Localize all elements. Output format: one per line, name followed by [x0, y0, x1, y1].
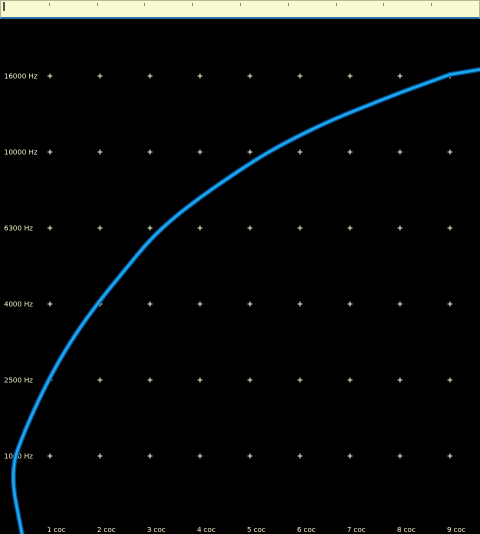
curve-glow: [10, 66, 480, 534]
y-tick-label: 4000 Hz: [4, 301, 33, 309]
grid-cross: [347, 225, 353, 231]
y-tick-label: 10000 Hz: [4, 149, 38, 157]
y-tick-label: 6300 Hz: [4, 225, 33, 233]
grid-cross: [397, 301, 403, 307]
grid-cross: [447, 149, 453, 155]
grid-cross: [147, 73, 153, 79]
x-tick-label: 3 coc: [147, 526, 166, 534]
grid-cross: [397, 73, 403, 79]
grid-cross: [397, 225, 403, 231]
grid-cross: [397, 377, 403, 383]
grid-cross: [347, 301, 353, 307]
grid-cross: [347, 453, 353, 459]
x-tick-label: 2 coc: [97, 526, 116, 534]
grid-cross: [247, 301, 253, 307]
grid-cross: [47, 301, 53, 307]
y-tick-label: 16000 Hz: [4, 73, 38, 81]
grid-cross: [297, 453, 303, 459]
grid-cross: [397, 149, 403, 155]
x-tick-label: 1 coc: [47, 526, 66, 534]
grid-cross: [47, 225, 53, 231]
ruler-tick: [335, 3, 337, 6]
grid-cross: [147, 377, 153, 383]
grid-cross: [247, 453, 253, 459]
ruler-tick: [240, 3, 241, 6]
grid-cross: [97, 73, 103, 79]
grid-cross: [97, 453, 103, 459]
ruler-start-marker[interactable]: [3, 2, 5, 11]
grid-cross: [147, 301, 153, 307]
grid-cross: [447, 225, 453, 231]
grid-cross: [97, 149, 103, 155]
ruler-tick: [192, 3, 194, 6]
grid-cross: [197, 149, 203, 155]
grid-cross: [397, 453, 403, 459]
grid-cross: [97, 225, 103, 231]
grid-cross: [247, 73, 253, 79]
grid-cross: [297, 377, 303, 383]
ruler-tick: [96, 3, 98, 6]
grid-cross: [447, 377, 453, 383]
grid-cross: [47, 73, 53, 79]
grid-cross: [147, 453, 153, 459]
x-tick-label: 7 coc: [347, 526, 366, 534]
grid-cross: [247, 377, 253, 383]
x-tick-label: 9 coc: [447, 526, 466, 534]
ruler-tick: [287, 3, 289, 6]
grid-cross: [347, 149, 353, 155]
grid-cross: [47, 453, 53, 459]
grid-cross: [447, 453, 453, 459]
grid-cross: [197, 301, 203, 307]
grid-cross: [197, 377, 203, 383]
grid-cross: [197, 225, 203, 231]
grid-cross: [347, 73, 353, 79]
grid-cross: [47, 149, 53, 155]
frequency-curve: [12, 68, 480, 534]
grid-cross: [247, 225, 253, 231]
y-tick-label: 1000 Hz: [4, 453, 33, 461]
grid-cross: [297, 149, 303, 155]
grid-cross: [347, 377, 353, 383]
time-ruler[interactable]: [0, 0, 480, 19]
grid-cross: [297, 73, 303, 79]
ruler-tick: [48, 3, 50, 6]
x-tick-label: 8 coc: [397, 526, 416, 534]
grid-cross: [297, 225, 303, 231]
grid-cross: [147, 225, 153, 231]
grid-cross: [247, 149, 253, 155]
x-tick-label: 5 coc: [247, 526, 266, 534]
ruler-tick: [431, 3, 433, 6]
grid-cross: [147, 149, 153, 155]
x-tick-label: 6 coc: [297, 526, 316, 534]
chart-area: 16000 Hz 10000 Hz 6300 Hz 4000 Hz 2500 Hz 100…: [0, 18, 480, 534]
y-tick-label: 2500 Hz: [4, 377, 33, 385]
grid-cross: [197, 73, 203, 79]
grid-cross: [97, 377, 103, 383]
ruler-tick: [383, 3, 385, 6]
grid-cross: [447, 301, 453, 307]
chart-svg: 16000 Hz 10000 Hz 6300 Hz 4000 Hz 2500 Hz 100…: [4, 66, 480, 534]
ruler-tick: [144, 3, 146, 6]
grid-cross: [297, 301, 303, 307]
grid-cross: [197, 453, 203, 459]
x-tick-label: 4 coc: [197, 526, 216, 534]
